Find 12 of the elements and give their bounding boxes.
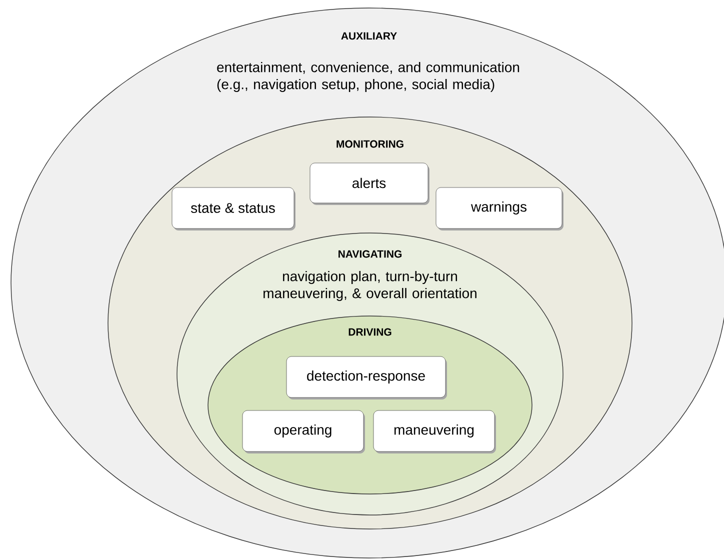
heading: NAVIGATING <box>338 250 402 258</box>
description-text: entertainment, convenience, and communication (e.g., navigation setup, phone, social media) <box>217 62 520 92</box>
rounded-box: state & status <box>172 187 296 230</box>
rounded-box: alerts <box>310 162 430 205</box>
rounded-box: warnings <box>436 187 564 230</box>
heading: DRIVING <box>348 328 392 336</box>
heading: MONITORING <box>336 140 404 148</box>
description-text: navigation plan, turn-by-turn maneuvering, & overall orientation <box>264 270 476 302</box>
rounded-box: maneuvering <box>373 410 496 454</box>
rounded-box: detection-response <box>286 356 447 400</box>
heading: AUXILIARY <box>341 32 397 40</box>
rounded-box: operating <box>242 410 365 454</box>
